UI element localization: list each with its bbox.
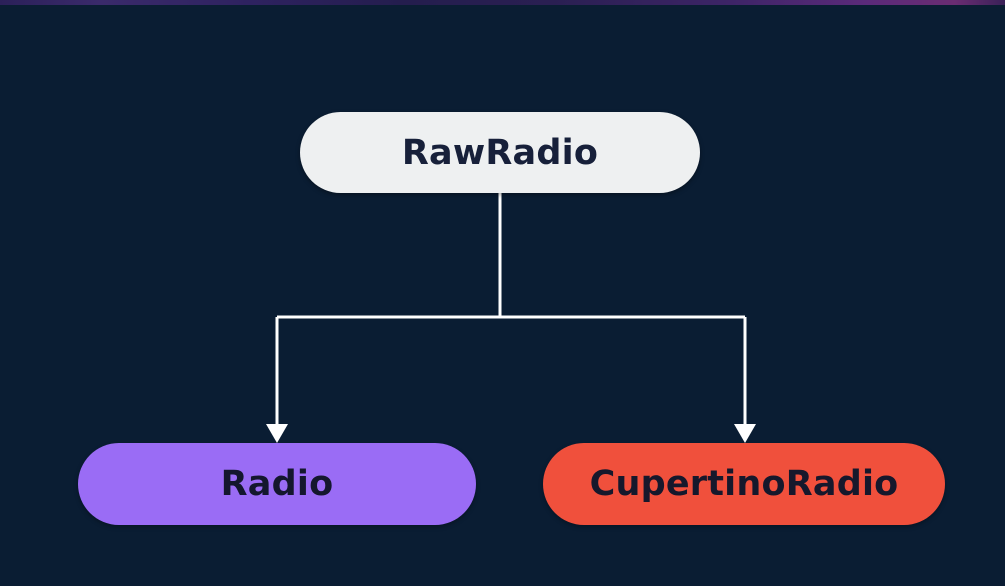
arrowhead-to-radio (266, 424, 288, 443)
node-cupertinoradio-label: CupertinoRadio (589, 464, 899, 504)
node-rawradio-label: RawRadio (401, 132, 599, 173)
node-radio[interactable]: Radio (78, 443, 476, 525)
node-cupertinoradio[interactable]: CupertinoRadio (543, 443, 945, 525)
arrowhead-to-cupertinoradio (734, 424, 756, 443)
top-accent-strip (0, 0, 1005, 5)
node-rawradio[interactable]: RawRadio (300, 112, 700, 193)
node-radio-label: Radio (220, 464, 334, 504)
